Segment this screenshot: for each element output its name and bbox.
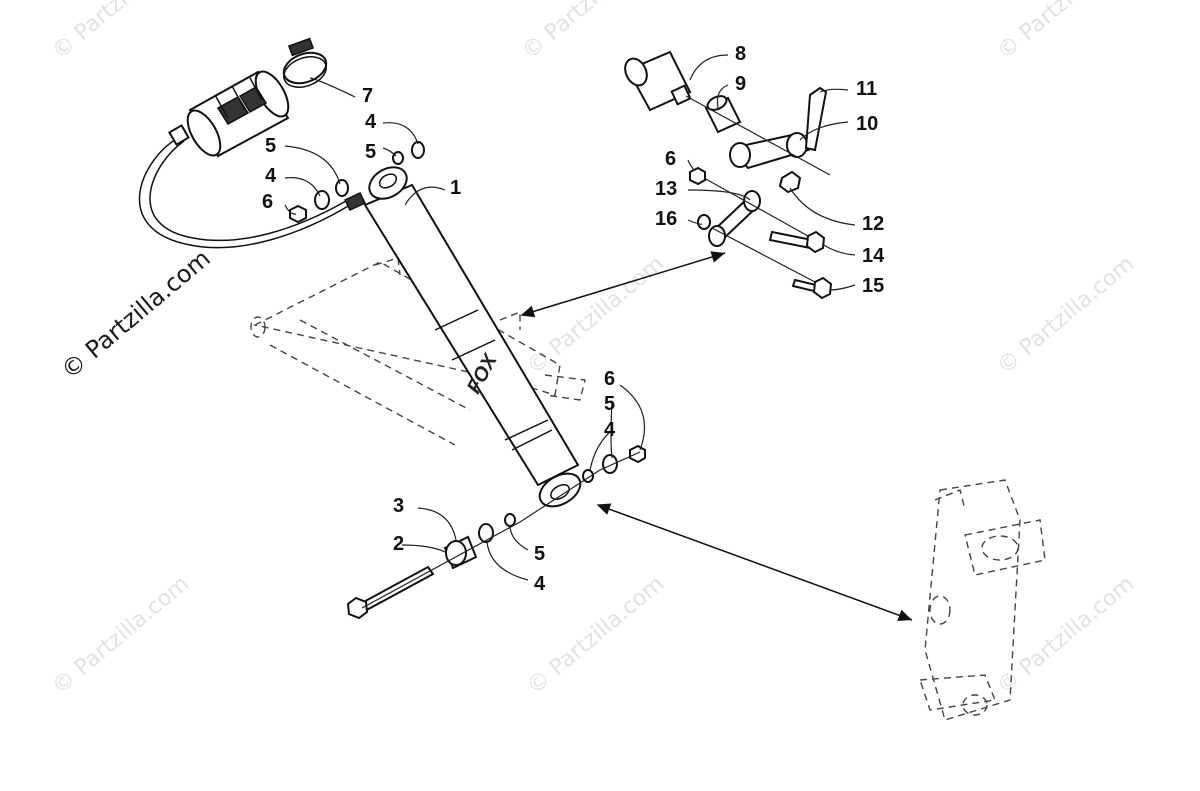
callout-6: 6 [665,148,676,170]
shock-absorber: FOX [343,166,582,508]
remote-reservoir [138,70,351,249]
watermark-text: © Partzilla.com [518,0,664,65]
watermark-text: © Partzilla.com [523,251,669,379]
callout-11: 11 [856,78,877,100]
callout-4: 4 [265,165,277,187]
callout-9: 9 [735,73,746,95]
callout-1: 1 [450,177,461,199]
spindle-reference [919,479,1046,721]
callout-2: 2 [393,533,404,555]
callout-13: 13 [655,178,677,200]
callout-6: 6 [604,368,615,390]
lower-hardware [346,444,646,620]
callout-5: 5 [534,543,545,565]
callout-5: 5 [365,141,376,163]
callout-12: 12 [862,213,884,235]
callout-leaders [284,54,856,581]
callout-14: 14 [862,245,885,267]
watermark-text: © Partzilla.com [993,571,1139,699]
callout-4: 4 [534,573,546,595]
watermark-text: © Partzilla.com [993,0,1139,65]
callout-6: 6 [262,191,273,213]
callout-15: 15 [862,275,884,297]
callout-10: 10 [856,113,878,135]
callout-7: 7 [362,85,373,107]
callout-5: 5 [265,135,276,157]
callout-8: 8 [735,43,746,65]
linkage-assembly [624,50,833,300]
assembly-arrows [520,251,913,621]
watermark-text: © Partzilla.com [48,0,194,65]
callout-16: 16 [655,208,677,230]
callout-4: 4 [365,111,377,133]
callout-4: 4 [604,419,616,441]
callout-labels: 1 2 3 4 4 4 4 5 5 5 5 6 6 6 7 8 9 10 11 … [262,43,885,595]
callout-5: 5 [604,393,615,415]
callout-3: 3 [393,495,404,517]
watermark-text: © Partzilla.com [48,571,194,699]
watermark-main: © Partzilla.com [56,244,216,384]
hose-clamp [282,37,328,88]
watermark-text: © Partzilla.com [993,251,1139,379]
